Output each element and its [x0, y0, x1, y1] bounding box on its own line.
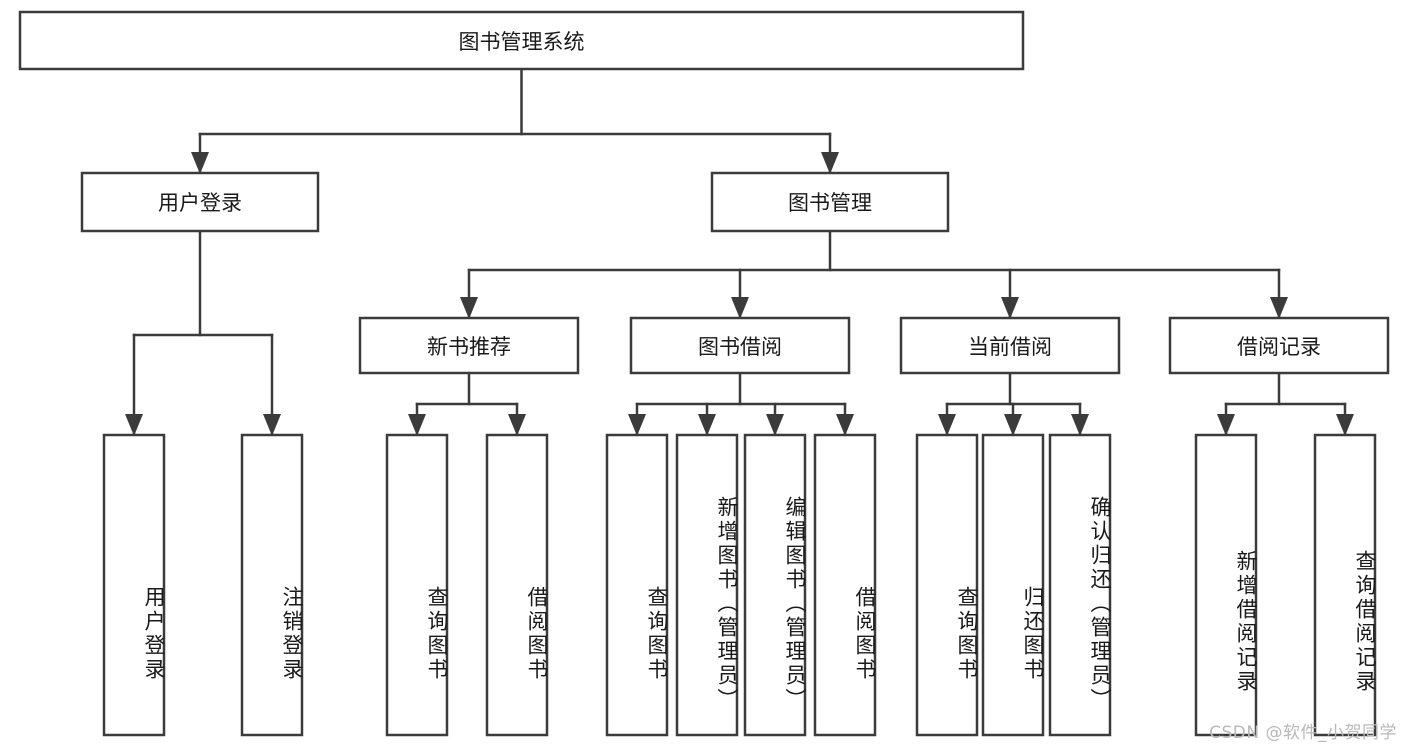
arrow-head-icon — [263, 414, 281, 436]
node-level2-0[interactable] — [80, 171, 320, 233]
arrow-head-icon — [836, 414, 854, 436]
node-leaf-11[interactable] — [1194, 433, 1258, 737]
node-leaf-4[interactable] — [605, 433, 669, 737]
arrow-head-icon — [1004, 414, 1022, 436]
arrow-head-icon — [1270, 297, 1288, 319]
node-leaf-6[interactable] — [743, 433, 807, 737]
node-leaf-0[interactable] — [102, 433, 166, 737]
arrow-head-icon — [698, 414, 716, 436]
arrow-head-icon — [821, 152, 839, 174]
node-leaf-9[interactable] — [981, 433, 1045, 737]
arrow-head-icon — [731, 297, 749, 319]
arrow-head-icon — [1071, 414, 1089, 436]
boxes-layer — [18, 10, 1390, 737]
arrow-head-icon — [508, 414, 526, 436]
node-leaf-12[interactable] — [1313, 433, 1377, 737]
node-root-system[interactable] — [18, 10, 1025, 71]
node-leaf-10[interactable] — [1048, 433, 1112, 737]
node-leaf-5[interactable] — [675, 433, 739, 737]
node-level3-3[interactable] — [1168, 316, 1390, 375]
node-leaf-3[interactable] — [485, 433, 549, 737]
node-level3-2[interactable] — [899, 316, 1121, 375]
arrow-head-icon — [125, 414, 143, 436]
arrow-head-icon — [460, 297, 478, 319]
node-leaf-8[interactable] — [915, 433, 979, 737]
arrow-head-icon — [1217, 414, 1235, 436]
node-level2-1[interactable] — [710, 171, 950, 233]
connectors-layer — [125, 67, 1354, 436]
arrow-head-icon — [938, 414, 956, 436]
arrow-head-icon — [191, 152, 209, 174]
arrow-head-icon — [1336, 414, 1354, 436]
arrow-head-icon — [628, 414, 646, 436]
node-level3-1[interactable] — [629, 316, 851, 375]
node-leaf-2[interactable] — [385, 433, 449, 737]
arrow-head-icon — [1001, 297, 1019, 319]
node-leaf-7[interactable] — [813, 433, 877, 737]
arrow-head-icon — [408, 414, 426, 436]
node-leaf-1[interactable] — [240, 433, 304, 737]
arrow-head-icon — [766, 414, 784, 436]
node-level3-0[interactable] — [358, 316, 580, 375]
